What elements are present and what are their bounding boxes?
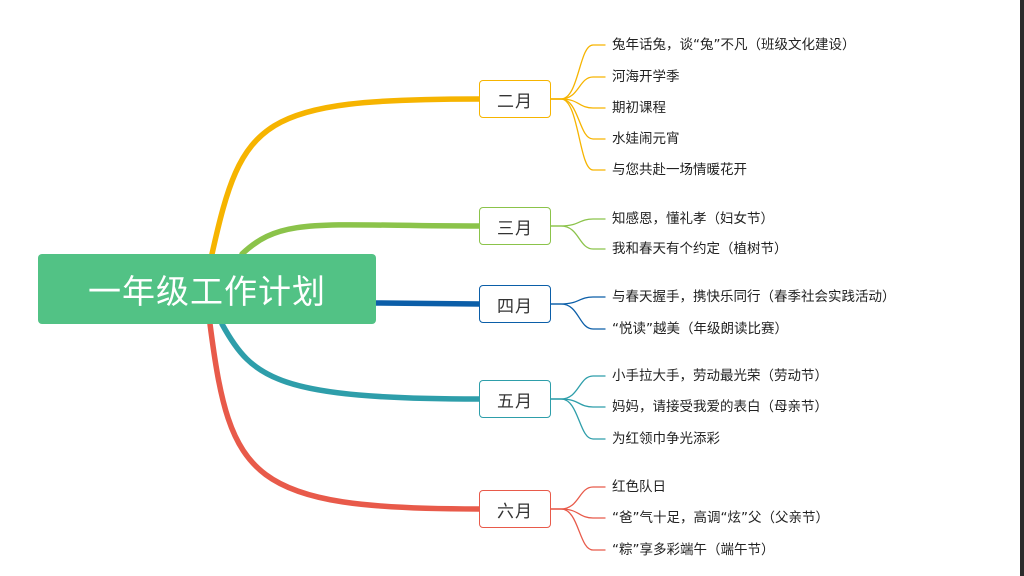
root-node-title: 一年级工作计划 <box>38 254 376 324</box>
leaf-item: 知感恩，懂礼孝（妇女节） <box>612 211 774 227</box>
branch-line <box>373 300 482 307</box>
leaf-item: 我和春天有个约定（植树节） <box>612 241 788 257</box>
leaf-item: 与您共赴一场情暖花开 <box>612 162 747 178</box>
branch-line <box>207 321 482 512</box>
leaf-connector <box>550 225 606 250</box>
leaf-connector <box>550 398 606 408</box>
leaf-connector <box>550 76 606 100</box>
right-edge-bar <box>1020 0 1024 576</box>
leaf-item: “粽”享多彩端午（端午节） <box>612 542 775 558</box>
branch-line <box>209 96 482 257</box>
leaf-connector <box>550 98 606 171</box>
leaf-item: 妈妈，请接受我爱的表白（母亲节） <box>612 399 828 415</box>
leaf-item: 河海开学季 <box>612 69 680 85</box>
month-node-march: 三月 <box>479 207 551 245</box>
leaf-connector <box>550 296 606 305</box>
leaf-connector <box>550 44 606 100</box>
leaf-connector <box>550 486 606 510</box>
leaf-item: 水娃闹元宵 <box>612 131 680 147</box>
leaf-connector <box>550 303 606 330</box>
leaf-item: “悦读”越美（年级朗读比赛） <box>612 321 788 337</box>
leaf-connector <box>550 218 606 227</box>
leaf-item: 期初课程 <box>612 100 666 116</box>
leaf-connector <box>550 375 606 400</box>
branch-line <box>239 222 482 257</box>
leaf-item: 小手拉大手，劳动最光荣（劳动节） <box>612 368 828 384</box>
leaf-item: 兔年话兔，谈“兔”不凡（班级文化建设） <box>612 37 856 53</box>
month-node-february: 二月 <box>479 80 551 118</box>
month-node-april: 四月 <box>479 285 551 323</box>
leaf-item: 为红领巾争光添彩 <box>612 431 720 447</box>
leaf-item: 与春天握手，携快乐同行（春季社会实践活动） <box>612 289 896 305</box>
month-node-june: 六月 <box>479 490 551 528</box>
leaf-item: 红色队日 <box>612 479 666 495</box>
leaf-connector <box>550 508 606 551</box>
leaf-connector <box>550 508 606 519</box>
month-node-may: 五月 <box>479 380 551 418</box>
branch-line <box>219 321 482 402</box>
leaf-connector <box>550 98 606 109</box>
leaf-item: “爸”气十足，高调“炫”父（父亲节） <box>612 510 829 526</box>
leaf-connector <box>550 398 606 440</box>
